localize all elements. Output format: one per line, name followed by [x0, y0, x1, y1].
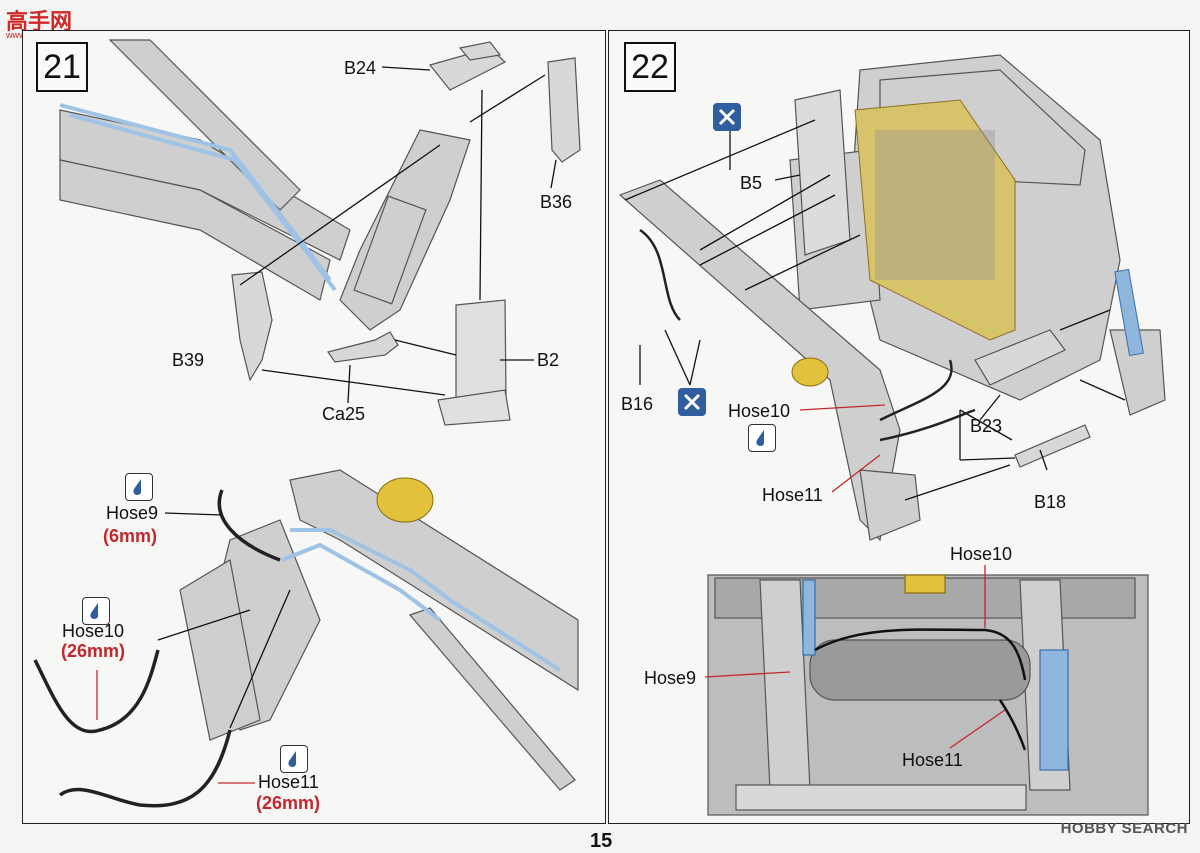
label-b2: B2	[537, 350, 560, 370]
part-b5	[794, 89, 851, 256]
label-hose9: Hose9	[106, 503, 159, 523]
label-detail-hose9: Hose9	[644, 668, 697, 688]
label-b24: B24	[344, 58, 377, 78]
glue-drop-icon	[82, 597, 110, 625]
hose10-line	[33, 649, 160, 734]
glue-drop-icon	[125, 473, 153, 501]
part-ca25	[327, 331, 399, 363]
label-b5: B5	[740, 173, 763, 193]
label-b36: B36	[540, 192, 573, 212]
step-21-number: 21	[36, 42, 88, 92]
detail-view	[707, 574, 1149, 816]
label-hose10-length: (26mm)	[61, 641, 126, 661]
label-hose9-length: (6mm)	[103, 526, 158, 546]
part-b2	[437, 299, 511, 426]
label-b18: B18	[1034, 492, 1067, 512]
watermark-hobby-search: HOBBY SEARCH	[1060, 820, 1188, 837]
glue-drop-icon	[280, 745, 308, 773]
part-b18	[1014, 424, 1091, 468]
no-glue-icon	[713, 103, 741, 131]
label-hose11: Hose11	[258, 772, 319, 792]
part-b24	[428, 41, 507, 91]
part-b23	[974, 329, 1066, 386]
hose9-line	[217, 489, 281, 562]
label-detail-hose10: Hose10	[950, 544, 1013, 564]
part-b39	[231, 271, 273, 382]
page-number: 15	[590, 830, 613, 852]
part-b36	[547, 57, 581, 163]
label-hose11-step22: Hose11	[762, 485, 823, 505]
label-b39: B39	[172, 350, 205, 370]
step21-boom	[59, 39, 471, 331]
step-22-number: 22	[624, 42, 676, 92]
label-hose10: Hose10	[62, 621, 125, 641]
hose11-line	[58, 729, 232, 808]
label-detail-hose11: Hose11	[902, 750, 963, 770]
label-b23: B23	[970, 416, 1003, 436]
label-hose11-length: (26mm)	[256, 793, 321, 813]
no-glue-icon	[678, 388, 706, 416]
site-logo-text: 高手网	[6, 9, 73, 34]
glue-drop-icon	[748, 424, 776, 452]
step21-lower-assembly	[179, 469, 579, 791]
label-hose10-step22: Hose10	[728, 401, 791, 421]
label-ca25: Ca25	[322, 404, 366, 424]
label-b16: B16	[621, 394, 654, 414]
